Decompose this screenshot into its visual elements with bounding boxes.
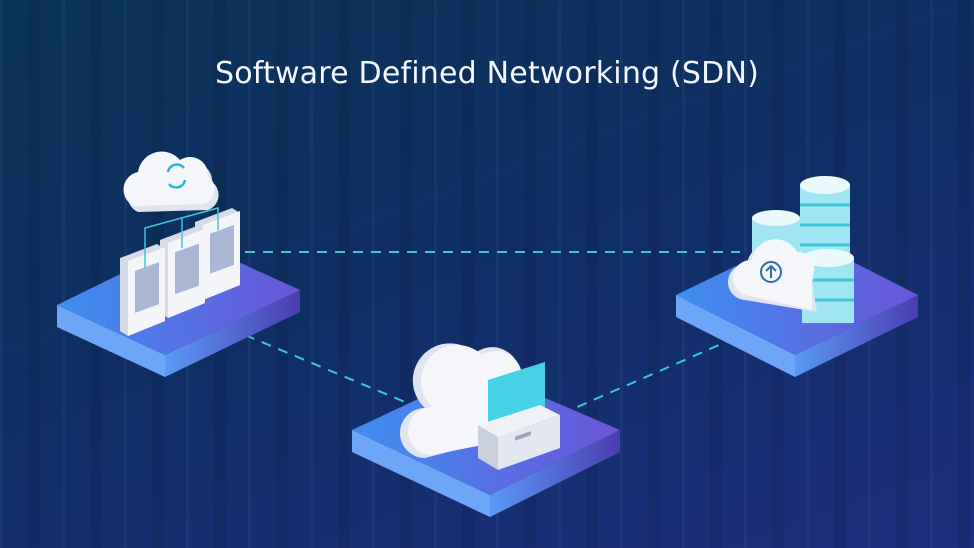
cloud-sync-icon <box>123 151 219 212</box>
server-rack-icon <box>195 208 240 300</box>
dashed-connectors <box>244 251 740 409</box>
page-title: Software Defined Networking (SDN) <box>214 56 760 91</box>
server-rack-group <box>120 207 240 336</box>
cloud-upload-icon <box>727 239 817 312</box>
server-rack-icon <box>160 226 205 318</box>
connector-right-middle <box>574 337 736 409</box>
cloud-monitor-icon <box>400 343 560 470</box>
server-rack-icon <box>120 244 165 336</box>
connector-left-middle <box>244 334 406 403</box>
